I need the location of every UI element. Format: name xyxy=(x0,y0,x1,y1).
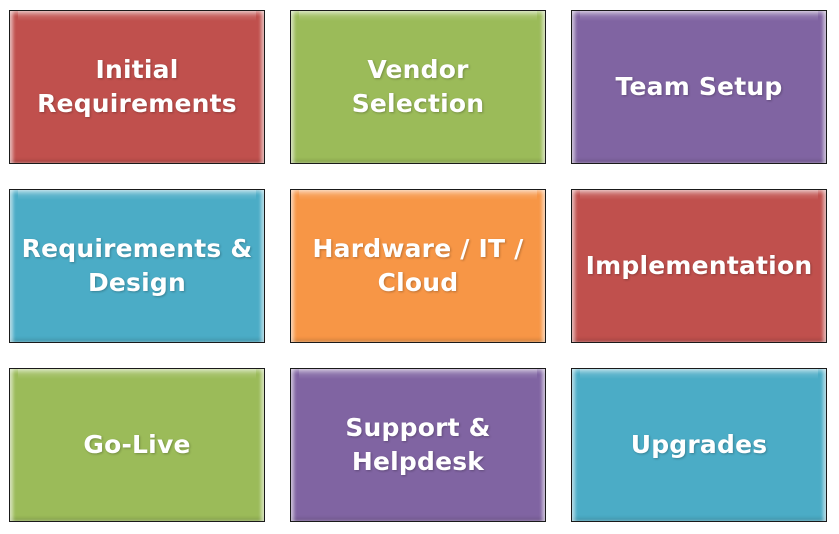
tile-hardware-it-cloud: Hardware / IT / Cloud xyxy=(290,189,546,343)
tile-label: Implementation xyxy=(585,251,813,280)
tile-initial-requirements: Initial Requirements xyxy=(9,10,265,164)
tile-implementation: Implementation xyxy=(571,189,827,343)
tile-label: Vendor Selection xyxy=(351,55,485,118)
tile-label: Hardware / IT / Cloud xyxy=(312,234,524,297)
tile-label: Requirements & Design xyxy=(21,234,253,297)
tile-label: Initial Requirements xyxy=(37,55,237,118)
tile-requirements-design: Requirements & Design xyxy=(9,189,265,343)
tile-upgrades: Upgrades xyxy=(571,368,827,522)
tile-support-helpdesk: Support & Helpdesk xyxy=(290,368,546,522)
tile-go-live: Go-Live xyxy=(9,368,265,522)
tile-team-setup: Team Setup xyxy=(571,10,827,164)
tile-label: Upgrades xyxy=(630,430,768,459)
tile-label: Team Setup xyxy=(615,72,783,101)
tile-label: Go-Live xyxy=(83,430,191,459)
tile-label: Support & Helpdesk xyxy=(345,413,491,476)
tile-vendor-selection: Vendor Selection xyxy=(290,10,546,164)
